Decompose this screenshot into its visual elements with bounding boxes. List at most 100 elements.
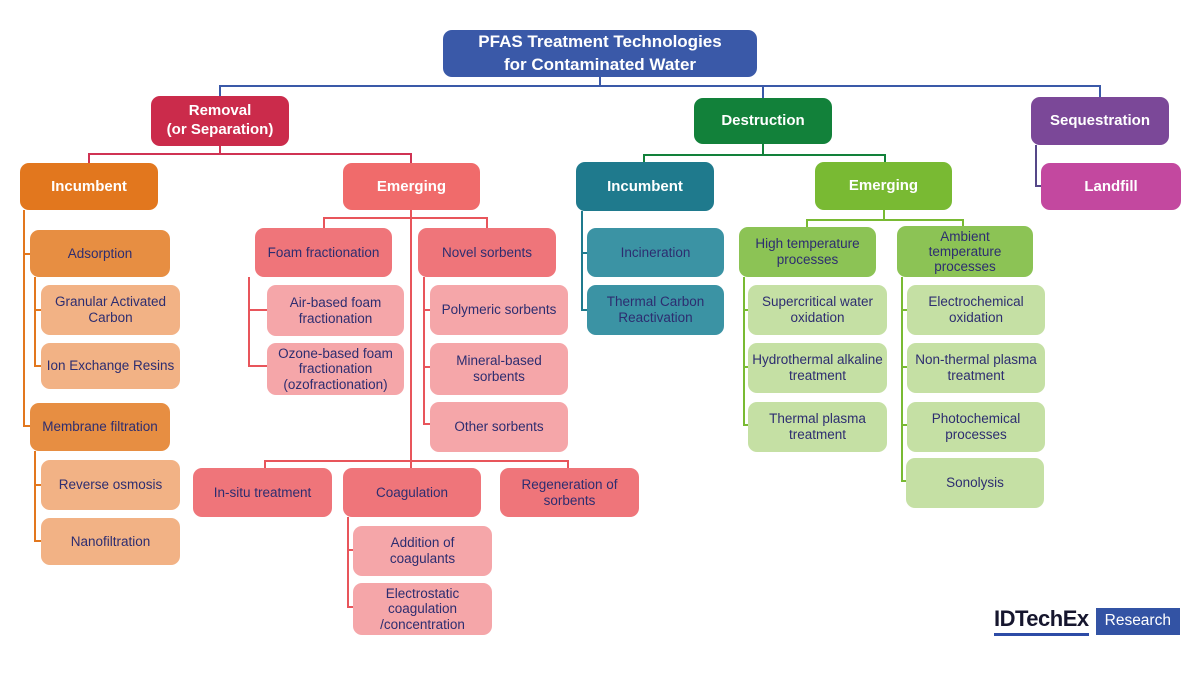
node-reverse-osmosis: Reverse osmosis — [41, 460, 180, 510]
connector-novel-rail — [423, 277, 425, 425]
connector-stub-ier — [34, 365, 42, 367]
logo-wordmark: IDTechEx — [994, 606, 1089, 636]
connector-to-removal — [219, 85, 221, 96]
connector-stub-sonolysis — [901, 480, 908, 482]
node-other-sorbents: Other sorbents — [430, 402, 568, 452]
node-coagulation: Coagulation — [343, 468, 481, 517]
connector-to-foam — [323, 217, 325, 229]
connector-stub-mineral — [423, 366, 430, 368]
connector-membrane-rail — [34, 451, 36, 542]
node-removal: Removal (or Separation) — [151, 96, 289, 146]
node-foam-fractionation: Foam fractionation — [255, 228, 392, 277]
node-destruction-incumbent: Incumbent — [576, 162, 714, 211]
node-title: PFAS Treatment Technologies for Contamin… — [443, 30, 757, 77]
connector-destruction-drop — [762, 144, 764, 154]
connector-foam-rail — [248, 277, 250, 367]
connector-stub-hydrothermal — [743, 366, 749, 368]
connector-stub-addition — [347, 549, 353, 551]
connector-stub-electrochemical — [901, 309, 908, 311]
connector-stub-other-sorbents — [423, 423, 430, 425]
connector-to-dest-incumbent — [643, 154, 645, 162]
node-regeneration-of-sorbents: Regeneration of sorbents — [500, 468, 639, 517]
node-removal-incumbent: Incumbent — [20, 163, 158, 210]
logo-research-badge: Research — [1095, 607, 1180, 635]
node-photochemical-processes: Photochemical processes — [907, 402, 1045, 452]
connector-to-removal-emerging — [410, 153, 412, 163]
connector-stub-adsorption — [23, 253, 31, 255]
removal-line2: (or Separation) — [166, 121, 274, 138]
node-electrochemical-oxidation: Electrochemical oxidation — [907, 285, 1045, 335]
connector-stub-photochemical — [901, 424, 908, 426]
node-destruction: Destruction — [694, 98, 832, 144]
connector-stub-reverse-osmosis — [34, 484, 42, 486]
node-hydrothermal-alkaline-treatment: Hydrothermal alkaline treatment — [748, 343, 887, 393]
node-ozone-based-foam-fractionation: Ozone-based foam fractionation (ozofract… — [267, 343, 404, 395]
connector-to-novel-sorbents — [486, 217, 488, 229]
connector-stub-ozone-foam — [248, 365, 267, 367]
connector-to-dest-emerging — [884, 154, 886, 162]
node-ion-exchange-resins: Ion Exchange Resins — [41, 343, 180, 389]
connector-green-bus — [806, 219, 964, 221]
connector-stub-polymeric — [423, 309, 430, 311]
connector-stub-membrane — [23, 425, 31, 427]
connector-title-drop — [599, 77, 601, 85]
connector-teal-rail — [581, 211, 583, 310]
node-sonolysis: Sonolysis — [906, 458, 1044, 508]
connector-bottom-bus — [264, 460, 568, 462]
connector-stub-incineration — [581, 252, 587, 254]
connector-adsorption-rail — [34, 277, 36, 367]
connector-stub-non-thermal — [901, 366, 908, 368]
node-thermal-carbon-reactivation: Thermal Carbon Reactivation — [587, 285, 724, 335]
connector-title-bus — [219, 85, 1100, 87]
node-high-temperature-processes: High temperature processes — [739, 227, 876, 277]
connector-stub-electrostatic — [347, 606, 353, 608]
connector-removal-bus — [88, 153, 412, 155]
connector-to-regeneration — [567, 460, 569, 469]
connector-stub-thermal-plasma — [743, 424, 749, 426]
connector-to-ambient — [962, 219, 964, 227]
connector-green-drop — [883, 210, 885, 219]
connector-to-insitu — [264, 460, 266, 469]
title-line2: for Contaminated Water — [503, 54, 697, 74]
connector-stub-landfill — [1035, 185, 1043, 187]
node-thermal-plasma-treatment: Thermal plasma treatment — [748, 402, 887, 452]
node-nanofiltration: Nanofiltration — [41, 518, 180, 565]
node-mineral-based-sorbents: Mineral-based sorbents — [430, 343, 568, 395]
node-non-thermal-plasma-treatment: Non-thermal plasma treatment — [907, 343, 1045, 393]
node-polymeric-sorbents: Polymeric sorbents — [430, 285, 568, 335]
connector-to-high-temp — [806, 219, 808, 228]
connector-removal-drop — [219, 146, 221, 153]
connector-coagulation-rail — [347, 517, 349, 607]
node-adsorption: Adsorption — [30, 230, 170, 277]
node-incineration: Incineration — [587, 228, 724, 277]
node-membrane-filtration: Membrane filtration — [30, 403, 170, 451]
connector-ambient-rail — [901, 277, 903, 482]
node-in-situ-treatment: In-situ treatment — [193, 468, 332, 517]
removal-line1: Removal — [188, 102, 252, 120]
node-ambient-temperature-processes: Ambient temperature processes — [897, 226, 1033, 277]
connector-stub-tcr — [581, 309, 587, 311]
connector-to-removal-incumbent — [88, 153, 90, 163]
connector-stub-scwo — [743, 309, 749, 311]
connector-emerging-drop — [410, 210, 412, 219]
node-granular-activated-carbon: Granular Activated Carbon — [41, 285, 180, 335]
connector-to-destruction — [762, 85, 764, 98]
connector-stub-nanofiltration — [34, 540, 42, 542]
node-supercritical-water-oxidation: Supercritical water oxidation — [748, 285, 887, 335]
connector-destruction-bus — [643, 154, 886, 156]
title-line1: PFAS Treatment Technologies — [478, 32, 722, 52]
node-destruction-emerging: Emerging — [815, 162, 952, 210]
connector-high-temp-rail — [743, 277, 745, 425]
node-electrostatic-coagulation: Electrostatic coagulation /concentration — [353, 583, 492, 635]
node-sequestration: Sequestration — [1031, 97, 1169, 145]
connector-stub-gac — [34, 309, 42, 311]
node-air-based-foam-fractionation: Air-based foam fractionation — [267, 285, 404, 336]
connector-to-sequestration — [1099, 85, 1101, 97]
node-removal-emerging: Emerging — [343, 163, 480, 210]
connector-emerging-trunk — [410, 217, 412, 468]
node-novel-sorbents: Novel sorbents — [418, 228, 556, 277]
connector-sequestration-rail — [1035, 145, 1037, 187]
connector-incumbent-rail — [23, 210, 25, 427]
connector-emerging-bus — [323, 217, 487, 219]
